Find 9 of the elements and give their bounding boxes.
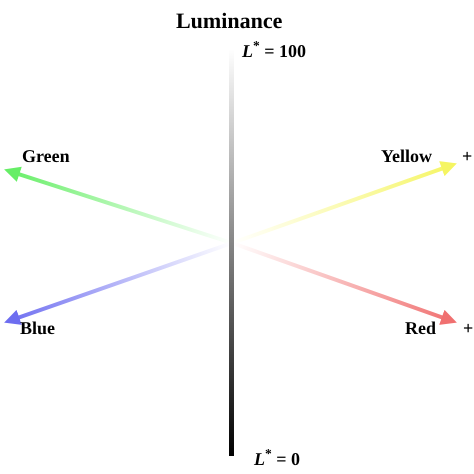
axis-label: Blue — [20, 319, 56, 337]
axis-label: + — [463, 319, 474, 337]
axis-label: Yellow — [381, 147, 432, 165]
axis-label: Green — [22, 147, 70, 165]
axis-label: L$^{*}$ = 0 — [254, 450, 300, 468]
axis-label: Luminance — [176, 10, 282, 32]
axis-label: Red — [405, 319, 436, 337]
axis-label: + — [462, 147, 472, 165]
axis-label: L$^{*}$ = 100 — [242, 42, 306, 60]
